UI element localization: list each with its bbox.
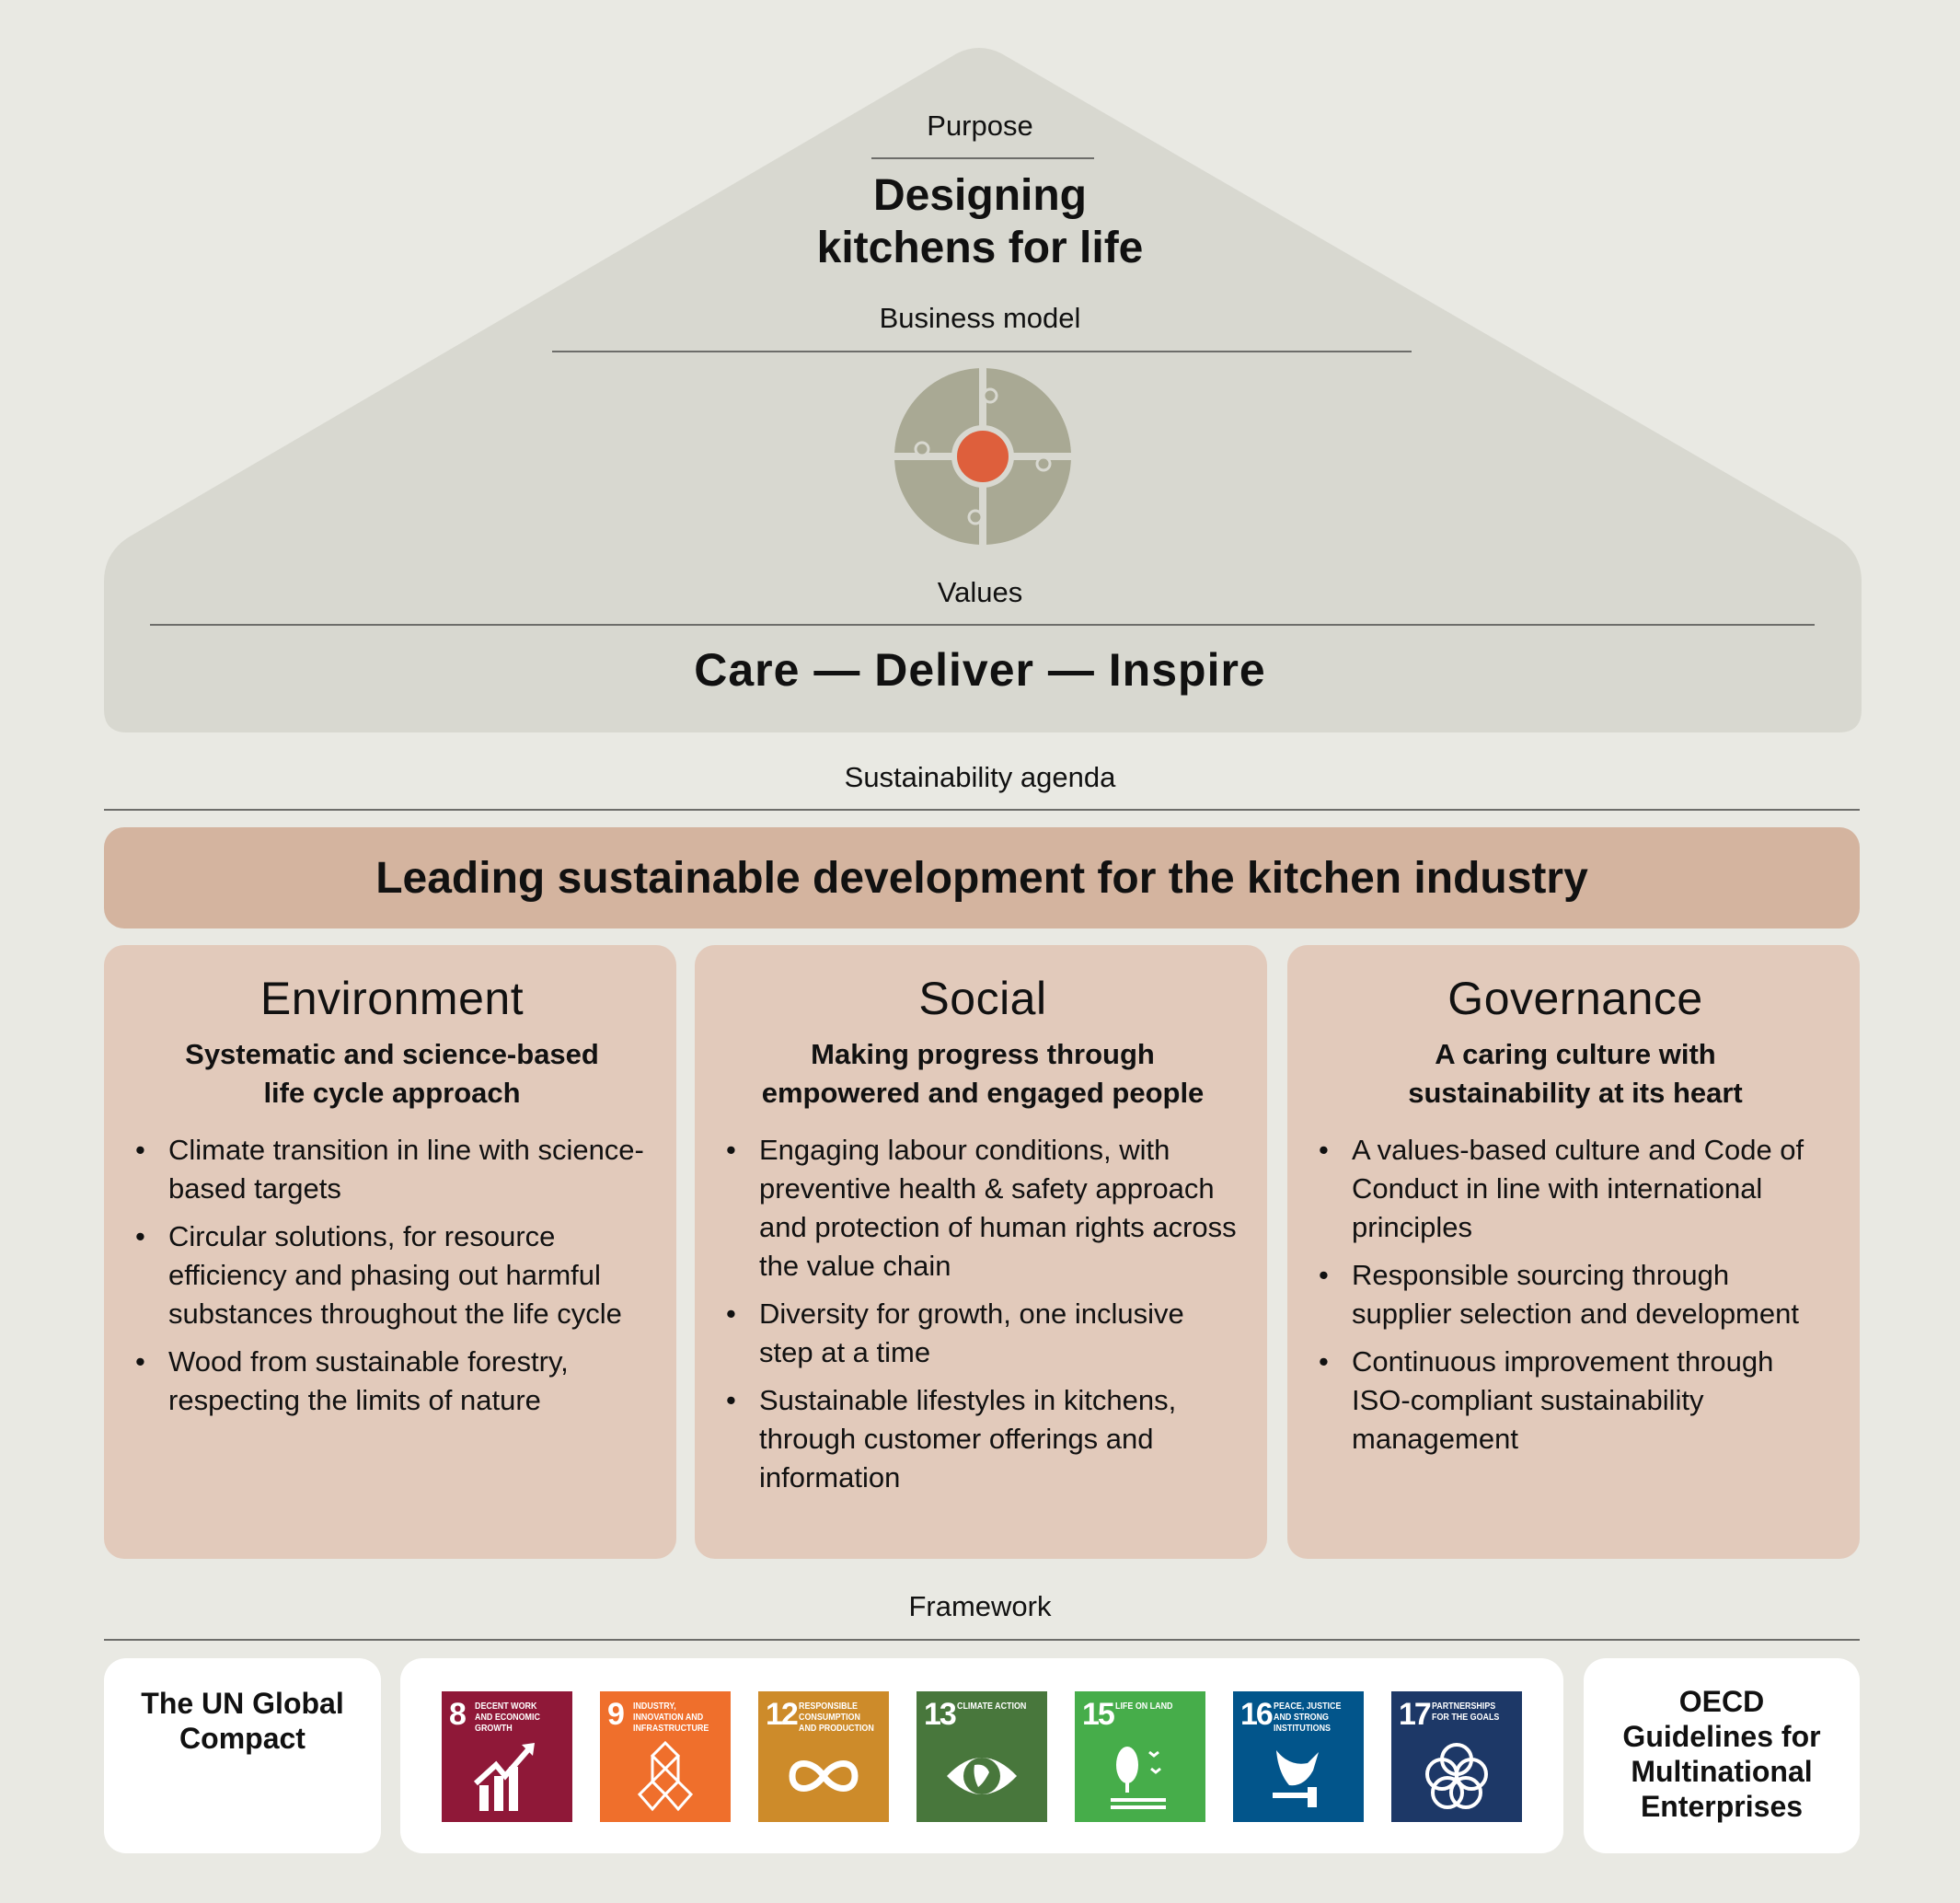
sdg-title: RESPONSIBLE CONSUMPTION AND PRODUCTION [799, 1701, 874, 1734]
sustainability-agenda-label: Sustainability agenda [844, 761, 1116, 793]
sdg-number: 13 [924, 1697, 957, 1732]
eye-globe-icon [947, 1758, 1017, 1794]
business-model-puzzle-icon [893, 366, 1073, 547]
list-item: Engaging labour conditions, with prevent… [726, 1131, 1239, 1286]
purpose-line-1: Designing [872, 171, 1087, 220]
sdg-number: 15 [1082, 1697, 1115, 1732]
framework-label: Framework [908, 1590, 1052, 1622]
business-model-label: Business model [879, 302, 1081, 334]
pillar-bullets: A values-based culture and Code of Condu… [1319, 1131, 1832, 1459]
sdg-title: CLIMATE ACTION [957, 1701, 1027, 1712]
purpose-label: Purpose [927, 110, 1033, 142]
pillar-title: Social [918, 973, 1047, 1024]
list-item: Sustainable lifestyles in kitchens, thro… [726, 1381, 1239, 1497]
infinity-icon [789, 1760, 859, 1792]
agenda-banner-text: Leading sustainable development for the … [375, 853, 1588, 903]
business-model-divider [552, 351, 1412, 352]
list-item: Wood from sustainable forestry, respecti… [135, 1343, 649, 1420]
values-divider [150, 624, 1815, 626]
cubes-icon [637, 1740, 694, 1812]
sdg-title: DECENT WORK AND ECONOMIC GROWTH [475, 1701, 540, 1734]
sdg-title: PARTNERSHIPS FOR THE GOALS [1432, 1701, 1500, 1723]
dove-gavel-icon [1273, 1750, 1319, 1807]
rings-icon [1425, 1743, 1488, 1809]
sdg-number: 9 [607, 1697, 625, 1732]
growth-chart-icon [473, 1743, 535, 1811]
pillar-title: Environment [259, 973, 525, 1024]
list-item: Circular solutions, for resource efficie… [135, 1217, 649, 1333]
values-label: Values [937, 576, 1023, 608]
sdg-number: 12 [766, 1697, 799, 1732]
list-item: Climate transition in line with science-… [135, 1131, 649, 1208]
sdg-title: PEACE, JUSTICE AND STRONG INSTITUTIONS [1274, 1701, 1342, 1734]
agenda-banner: Leading sustainable development for the … [104, 827, 1860, 928]
pillar-bullets: Engaging labour conditions, with prevent… [726, 1131, 1239, 1497]
list-item: Diversity for growth, one inclusive step… [726, 1295, 1239, 1372]
pillar-title: Governance [1447, 973, 1703, 1024]
pillar-environment: Environment Systematic and science-based… [104, 945, 676, 1559]
sdg-number: 8 [449, 1697, 467, 1732]
sdg-title: LIFE ON LAND [1115, 1701, 1173, 1712]
list-item: Continuous improvement through ISO-compl… [1319, 1343, 1832, 1459]
purpose-divider [871, 157, 1094, 159]
sdg-number: 16 [1240, 1697, 1274, 1732]
tree-birds-icon [1111, 1747, 1166, 1809]
sdg-title: INDUSTRY, INNOVATION AND INFRASTRUCTURE [633, 1701, 709, 1734]
purpose-statement: Designing kitchens for life [0, 169, 1960, 274]
framework-divider [104, 1639, 1860, 1641]
values-statement: Care — Deliver — Inspire [694, 644, 1266, 696]
pillar-bullets: Climate transition in line with science-… [135, 1131, 649, 1420]
agenda-divider [104, 809, 1860, 811]
purpose-line-2: kitchens for life [816, 224, 1144, 272]
list-item: Responsible sourcing through supplier se… [1319, 1256, 1832, 1333]
list-item: A values-based culture and Code of Condu… [1319, 1131, 1832, 1247]
sdg-number: 17 [1399, 1697, 1432, 1732]
